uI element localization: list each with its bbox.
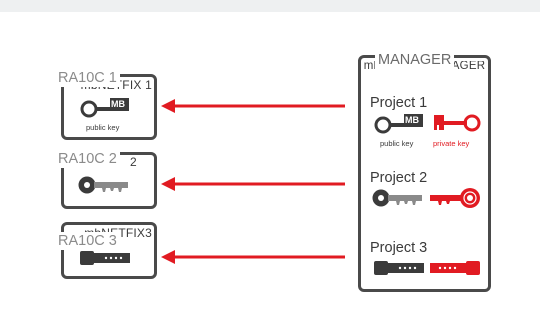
manager-tag: MANAGER bbox=[375, 51, 455, 69]
arrow-project-1-to-client-1 bbox=[161, 99, 345, 113]
client-1-tag: RA10C 1 bbox=[55, 69, 120, 87]
red-flat-key-icon bbox=[430, 261, 480, 275]
red-round-key-icon bbox=[430, 188, 480, 208]
project-1-label: Project 1 bbox=[370, 95, 428, 111]
project-3-label: Project 3 bbox=[370, 240, 428, 256]
svg-text:MB: MB bbox=[111, 99, 125, 109]
gray-key-icon bbox=[78, 176, 128, 194]
arrow-project-3-to-client-3 bbox=[161, 250, 345, 264]
client-2-ghost-label: 2 bbox=[130, 155, 137, 169]
mb-public-key-icon: MB bbox=[80, 98, 129, 118]
red-private-key-icon bbox=[434, 114, 481, 132]
client-3-tag: RA10C 3 bbox=[55, 232, 120, 250]
project-2-label: Project 2 bbox=[370, 170, 428, 186]
client-2-tag: RA10C 2 bbox=[55, 150, 120, 168]
manager-box bbox=[358, 55, 491, 292]
client-box-3 bbox=[61, 222, 157, 279]
dark-flat-key-icon bbox=[80, 251, 130, 265]
svg-text:MB: MB bbox=[405, 115, 419, 125]
gray-key-icon bbox=[372, 189, 422, 207]
top-strip bbox=[0, 0, 540, 12]
dark-flat-key-icon bbox=[374, 261, 424, 275]
project-1-public-caption: public key bbox=[380, 139, 414, 148]
client-1-key-caption: public key bbox=[86, 123, 120, 132]
project-1-private-caption: private key bbox=[433, 139, 470, 148]
arrow-project-2-to-client-2 bbox=[161, 177, 345, 191]
mb-public-key-icon: MB bbox=[374, 114, 423, 134]
